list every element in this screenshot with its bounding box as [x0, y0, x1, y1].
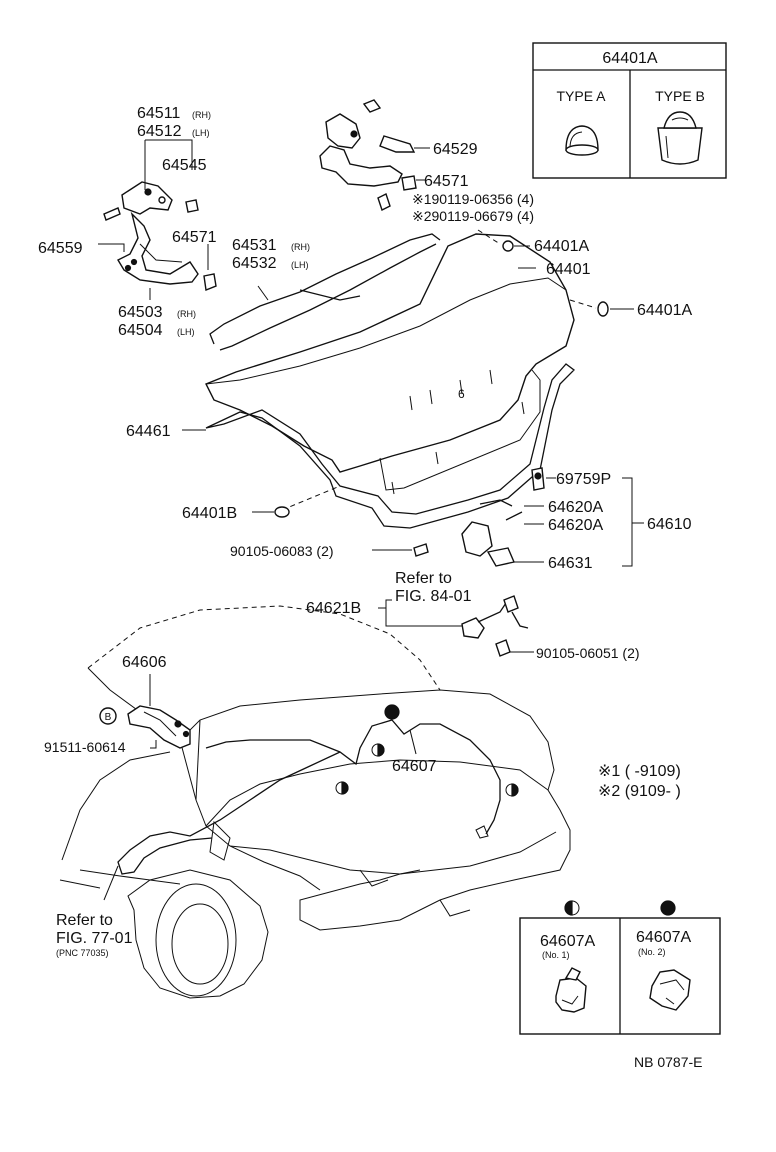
clip-no2-symbol-icon — [660, 900, 676, 916]
date-legend: ※1 ( -9109) ※2 (9109- ) — [598, 763, 681, 800]
striker-64631 — [486, 547, 515, 567]
clip-left-sub: (No. 1) — [542, 950, 570, 960]
label-64461: 64461 — [126, 423, 171, 440]
hinge-arm-64503 — [117, 211, 199, 285]
bolt-marker-circle — [99, 707, 117, 725]
clip-no1-mark-mid — [371, 743, 385, 757]
cushion-64401B — [274, 506, 290, 518]
label-64532-side: (LH) — [291, 260, 309, 270]
label-64504: 64504 — [118, 322, 163, 339]
legend-note-1: ※1 ( -9109) — [598, 763, 681, 780]
screw-90105-06083 — [413, 543, 429, 557]
opener-lever-64606: B — [99, 705, 191, 749]
type-b-plug-icon — [657, 111, 703, 165]
clip-no2-mark-top — [384, 704, 400, 720]
clip-no1-mark-low — [335, 781, 349, 795]
label-64607: 64607 — [392, 758, 437, 775]
type-b-label: TYPE B — [655, 88, 705, 104]
label-64559: 64559 — [38, 240, 83, 257]
label-64571-left: 64571 — [172, 229, 217, 246]
opener-64621B — [461, 595, 529, 657]
label-bolt-2: ※290119-06679 (4) — [412, 208, 534, 224]
label-refer-84-b: FIG. 84-01 — [395, 588, 472, 605]
label-64610: 64610 — [647, 516, 692, 533]
label-64529: 64529 — [433, 141, 478, 158]
label-64620A-2: 64620A — [548, 517, 603, 534]
label-64606: 64606 — [122, 654, 167, 671]
label-64511-side: (RH) — [192, 110, 211, 120]
clip-right-part: 64607A — [636, 929, 691, 946]
clip-no1-mark-right — [505, 783, 519, 797]
label-screw-90105-06051: 90105-06051 (2) — [536, 645, 640, 661]
label-64511: 64511 — [137, 105, 180, 122]
label-91511-60614: 91511-60614 — [44, 739, 126, 755]
label-64532: 64532 — [232, 255, 277, 272]
legend-note-2: ※2 (9109- ) — [598, 783, 681, 800]
cushion-64401A-side — [597, 301, 609, 317]
label-bolt-1: ※190119-06356 (4) — [412, 191, 534, 207]
torsion-bar — [209, 233, 441, 351]
screw-90105-06051 — [495, 639, 511, 657]
bolt-90119 — [377, 193, 391, 211]
label-64401A-top: 64401A — [534, 238, 589, 255]
label-64571-right: 64571 — [424, 173, 469, 190]
cushion-64571-right — [401, 175, 417, 191]
bolt-64559 — [103, 207, 121, 221]
label-screw-90105-06083: 90105-06083 (2) — [230, 543, 334, 559]
label-64401: 64401 — [546, 261, 591, 278]
label-64621B: 64621B — [306, 600, 361, 617]
clip-box: 64607A (No. 1) 64607A (No. 2) — [519, 900, 721, 1035]
cushion-64571-left — [203, 273, 217, 291]
trunk-lid-64401: 6 — [205, 233, 575, 495]
label-64512: 64512 — [137, 123, 182, 140]
label-refer-77-a: Refer to — [56, 912, 113, 929]
hinge-bracket-64511 — [121, 181, 173, 215]
label-refer-77-c: (PNC 77035) — [56, 948, 109, 958]
label-64503: 64503 — [118, 304, 163, 321]
label-refer-77-b: FIG. 77-01 — [56, 930, 133, 947]
bolt-marker-letter: B — [105, 712, 112, 723]
label-64512-side: (LH) — [192, 128, 210, 138]
type-box-header: 64401A — [602, 50, 657, 67]
label-refer-84-a: Refer to — [395, 570, 452, 587]
clip-right-sub: (No. 2) — [638, 947, 666, 957]
type-box: 64401A TYPE A TYPE B — [532, 42, 727, 179]
hinge-assembly-left — [103, 181, 217, 291]
hinge-assembly-right — [319, 99, 417, 211]
car-body-outline — [59, 605, 571, 999]
hinge-bracket-64529 — [325, 113, 361, 149]
label-64401A-side: 64401A — [637, 302, 692, 319]
clip-no1-icon — [555, 967, 587, 1013]
label-64503-side: (RH) — [177, 309, 196, 319]
type-a-label: TYPE A — [556, 88, 606, 104]
clip-no2-icon — [649, 969, 691, 1011]
label-69759P: 69759P — [556, 471, 611, 488]
label-64631: 64631 — [548, 555, 593, 572]
weatherstrip-64461 — [205, 363, 575, 529]
label-64545: 64545 — [162, 157, 207, 174]
type-a-cap-icon — [565, 125, 599, 156]
lock-assembly-64610 — [413, 467, 545, 567]
opener-cable-64607 — [117, 704, 519, 875]
cushion-64401A-top — [502, 240, 514, 252]
label-64620A-1: 64620A — [548, 499, 603, 516]
label-64504-side: (LH) — [177, 327, 195, 337]
label-64531: 64531 — [232, 237, 277, 254]
nut-64545 — [185, 199, 199, 213]
label-64401B: 64401B — [182, 505, 237, 522]
clip-left-part: 64607A — [540, 933, 595, 950]
lock-64610 — [461, 521, 493, 557]
figure-code: NB 0787-E — [634, 1054, 702, 1070]
svg-text:6: 6 — [458, 387, 465, 401]
label-64531-side: (RH) — [291, 242, 310, 252]
